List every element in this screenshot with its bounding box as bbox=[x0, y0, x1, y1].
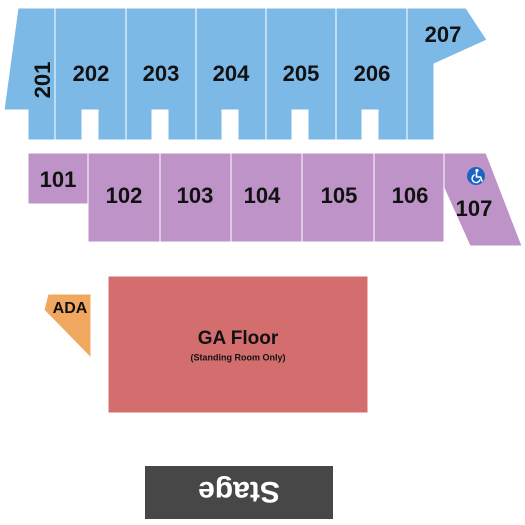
ada-area: ADA bbox=[43, 293, 92, 360]
section-label-202: 202 bbox=[73, 61, 110, 86]
section-label-203: 203 bbox=[143, 61, 180, 86]
ada-label: ADA bbox=[53, 300, 88, 317]
section-label-107: 107 bbox=[456, 196, 493, 221]
stage: Stage bbox=[145, 466, 333, 519]
section-label-205: 205 bbox=[283, 61, 320, 86]
wheelchair-icon bbox=[467, 167, 485, 185]
stage-block bbox=[145, 466, 333, 519]
ga-floor-section[interactable] bbox=[107, 275, 369, 414]
section-label-103: 103 bbox=[177, 183, 214, 208]
upper-level: 201 202 203 204 205 206 207 bbox=[3, 7, 488, 141]
section-label-104: 104 bbox=[244, 183, 281, 208]
section-label-106: 106 bbox=[392, 183, 429, 208]
section-label-206: 206 bbox=[354, 61, 391, 86]
section-label-105: 105 bbox=[321, 183, 358, 208]
stage-label: Stage bbox=[198, 475, 280, 508]
section-label-102: 102 bbox=[106, 183, 143, 208]
section-106[interactable] bbox=[373, 152, 445, 243]
ga-floor-label: GA Floor bbox=[198, 328, 279, 349]
ga-floor: GA Floor (Standing Room Only) bbox=[107, 275, 369, 414]
lower-level: 101 102 103 104 105 106 107 bbox=[27, 152, 523, 247]
section-label-207: 207 bbox=[425, 22, 462, 47]
section-107[interactable] bbox=[443, 152, 523, 247]
section-label-201: 201 bbox=[30, 62, 55, 99]
section-label-101: 101 bbox=[40, 167, 77, 192]
section-207[interactable] bbox=[406, 7, 488, 141]
section-label-204: 204 bbox=[213, 61, 250, 86]
ga-floor-note: (Standing Room Only) bbox=[191, 352, 286, 362]
ada-section[interactable] bbox=[43, 293, 92, 360]
